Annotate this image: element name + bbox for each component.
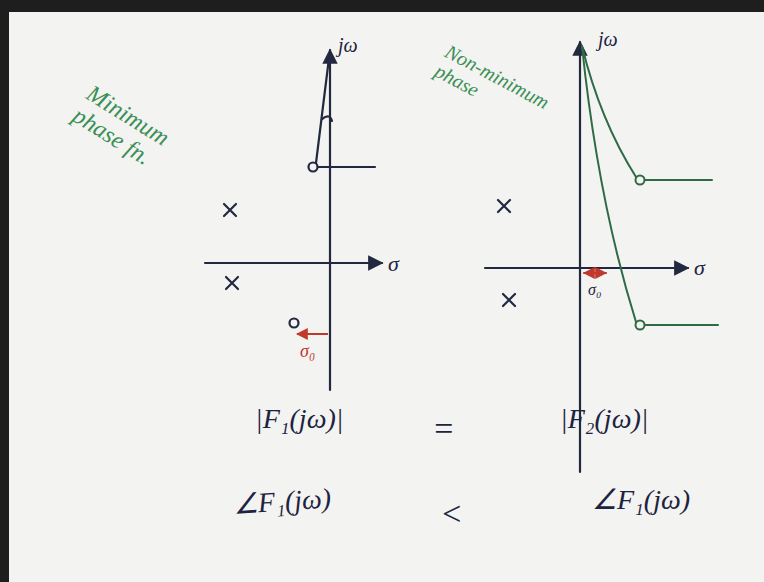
plot-title: Non-minimum phase [431,40,575,145]
axis-label: jω [598,28,618,50]
zero-line [318,166,375,168]
magnitude-expression: |F₂(jω)| [560,404,648,435]
real-axis [205,262,382,264]
sigma-arrow [297,333,328,335]
axis-label: jω [338,34,358,56]
phase-expression: ∠F₁(jω) [232,483,332,521]
zero-line [645,324,718,326]
magnitude-expression: |F₁(jω)| [255,404,343,435]
real-axis [485,267,688,269]
pole-symbol [226,277,238,289]
relation-symbol: = [432,410,455,447]
zero-symbol [636,176,645,185]
board-frame [0,0,9,582]
imaginary-axis [329,50,331,390]
distance-label: σ₀ [300,342,315,362]
relation-symbol: < [440,495,463,532]
axis-label: σ [694,256,705,280]
axis-label: σ [388,252,399,276]
distance-label: σ₀ [588,281,601,299]
plot-title: Minimum phase fn. [68,80,198,188]
zero-vector [316,58,329,163]
phase-expression: ∠F₁(jω) [592,485,690,516]
zero-line [645,179,712,181]
board-frame [0,0,764,12]
pole-symbol [503,294,515,306]
zero-symbol [636,321,645,330]
pole-symbol [224,204,236,216]
zero-symbol [309,163,318,172]
pole-symbol [498,200,510,212]
zero-vector [582,46,636,322]
zero-symbol [290,319,299,328]
sigma-arrow [584,272,606,274]
angle-arc [322,116,332,121]
